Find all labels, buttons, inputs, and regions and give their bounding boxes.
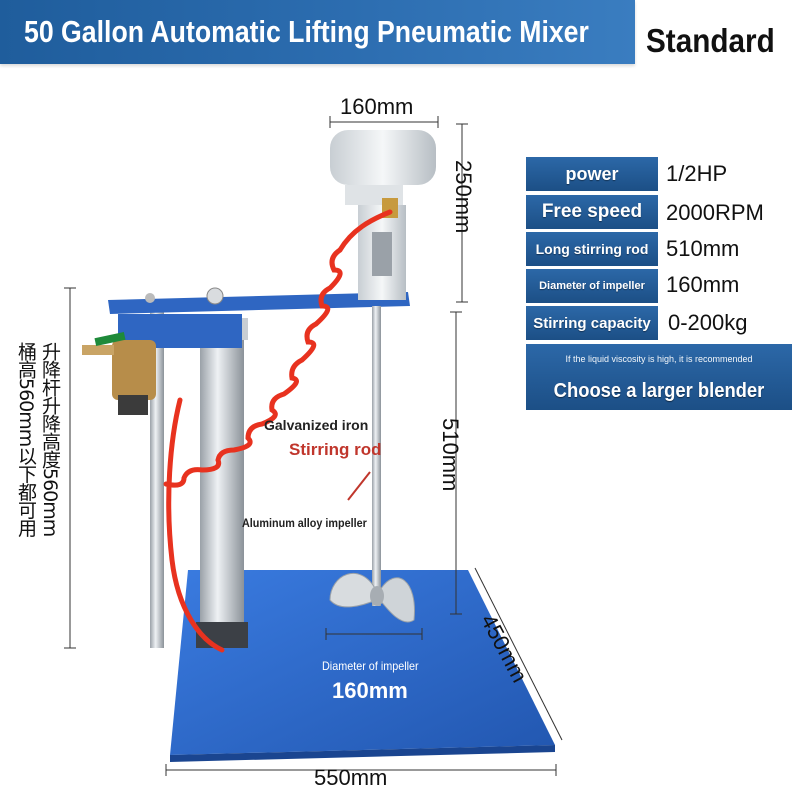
air-hose: [163, 209, 393, 653]
motor-height-label: 250mm: [451, 160, 476, 234]
recommendation-note: If the liquid viscosity is high, it is r…: [565, 354, 753, 364]
spec-label-power: power: [526, 157, 658, 191]
spec-value-rod: 510mm: [666, 236, 740, 261]
bucket-height-note: 桶高560mm以下都可用: [15, 342, 37, 537]
impeller-label: Aluminum alloy impeller: [242, 516, 367, 530]
spec-label-impeller: Diameter of impeller: [526, 269, 658, 303]
rod-length-label: 510mm: [438, 418, 463, 492]
spec-label-capacity: Stirring capacity: [526, 306, 658, 340]
recommendation-headline: Choose a larger blender: [553, 380, 765, 402]
lift-cylinder: [196, 318, 248, 648]
standard-badge: Standard: [646, 22, 775, 59]
spec-value-capacity: 0-200kg: [668, 310, 748, 335]
lift-height-note: 升降杆升降高度560mm: [39, 342, 61, 537]
base-width-label: 550mm: [314, 765, 388, 790]
spec-label-rod: Long stirring rod: [526, 232, 658, 266]
page-title: 50 Gallon Automatic Lifting Pneumatic Mi…: [24, 14, 589, 49]
impeller-diameter-caption: Diameter of impeller: [322, 659, 419, 673]
title-banner: 50 Gallon Automatic Lifting Pneumatic Mi…: [0, 0, 635, 64]
dimension-lines: [64, 116, 563, 776]
motor-width-label: 160mm: [340, 94, 414, 119]
recommendation-box: If the liquid viscosity is high, it is r…: [526, 344, 792, 410]
air-motor: [330, 130, 436, 300]
rod-material-label: Galvanized iron: [264, 417, 369, 433]
spec-label-speed: Free speed: [526, 195, 658, 229]
base-plate: [170, 570, 555, 762]
spec-value-power: 1/2HP: [666, 161, 728, 186]
spec-value-speed: 2000RPM: [666, 200, 764, 225]
impeller-diameter-value: 160mm: [332, 678, 408, 703]
rod-name-label: Stirring rod: [289, 440, 382, 459]
stirring-rod: [372, 306, 381, 606]
air-valve: [82, 331, 156, 415]
spec-value-impeller: 160mm: [666, 272, 740, 297]
impeller: [329, 572, 415, 623]
